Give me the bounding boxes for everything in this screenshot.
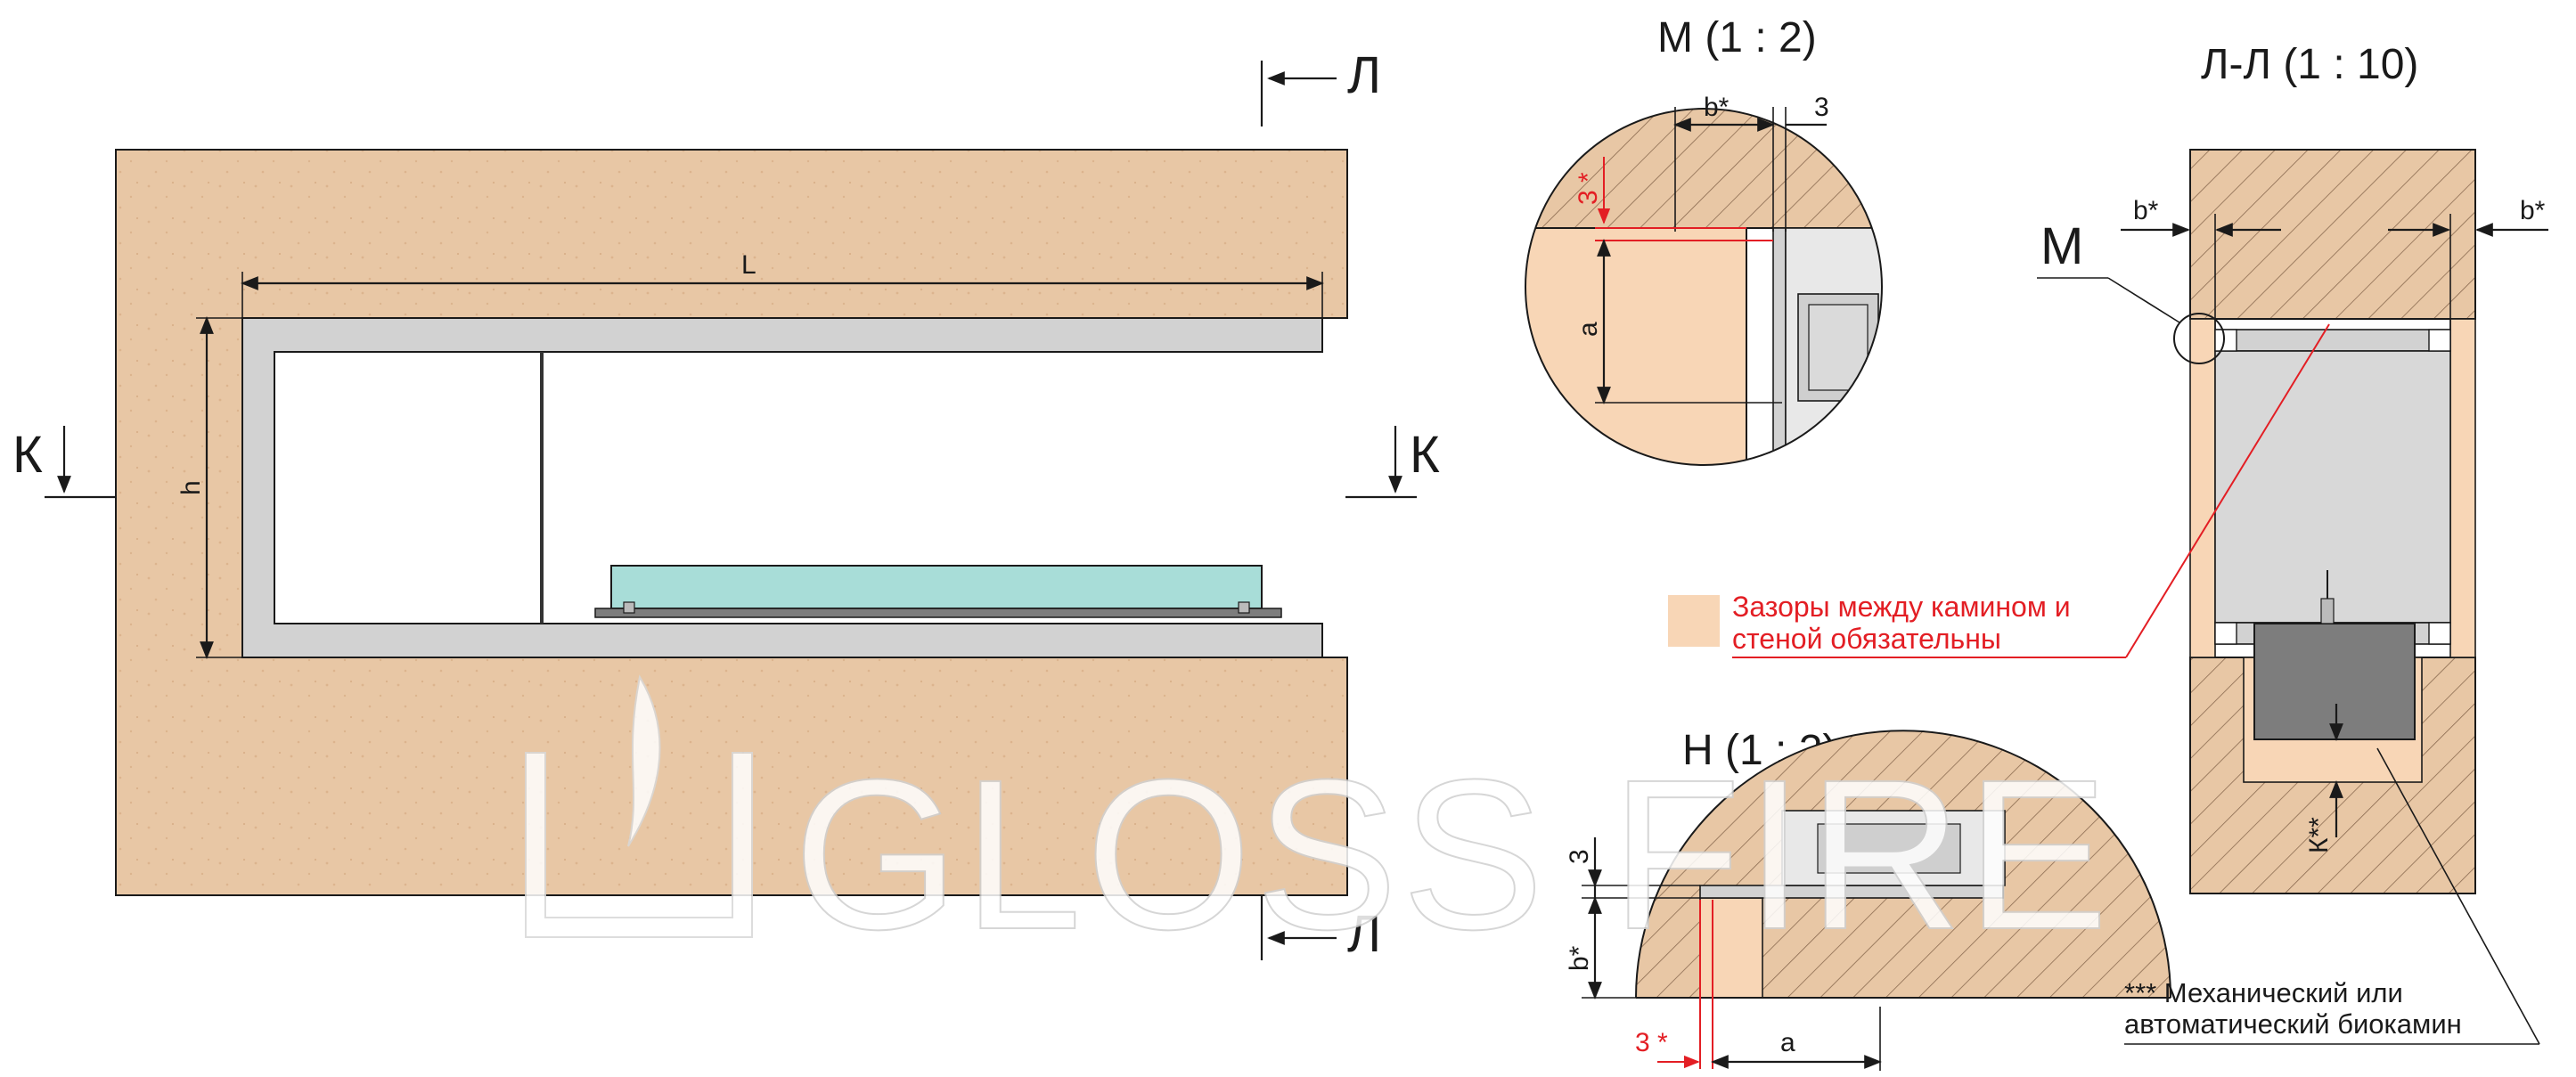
gap-legend-line1: Зазоры между камином и — [1732, 591, 2071, 623]
dim-length-label: L — [741, 250, 756, 280]
burner-note-line1: *** Механический или — [2124, 977, 2403, 1008]
burner-tray — [594, 608, 1282, 618]
detail-m-dim-3: 3 — [1814, 93, 1829, 122]
detail-m-dim-b: b* — [1704, 93, 1730, 122]
fireplace-frame — [241, 317, 1323, 658]
section-burner — [2253, 623, 2416, 740]
watermark-logo-icon — [525, 752, 753, 938]
section-dim-k: К** — [2304, 817, 2334, 853]
gap-legend: Зазоры между камином и стеной обязательн… — [1668, 323, 2330, 658]
section-callout-circle — [2173, 313, 2225, 364]
section-wall-top — [2189, 149, 2476, 320]
detail-m-title: М (1 : 2) — [1657, 14, 1817, 61]
gap-legend-swatch — [1668, 595, 1720, 647]
section-glass — [2214, 350, 2451, 624]
detail-m-dim-a: a — [1574, 322, 1603, 337]
section-ll: Л-Л (1 : 10) К** b* b* — [2037, 41, 2548, 894]
section-dim-b-right: b* — [2520, 196, 2546, 225]
section-ll-title: Л-Л (1 : 10) — [2201, 41, 2418, 88]
detail-m: М (1 : 2) b* 3 3 * a — [1525, 14, 1883, 466]
dim-height-label: h — [176, 480, 206, 495]
detail-n-dim-a: a — [1780, 1028, 1795, 1057]
section-callout-m: М — [2040, 217, 2083, 275]
burner-foot-left — [623, 601, 635, 614]
burner-note: *** Механический или автоматический биок… — [2124, 747, 2540, 1045]
section-dim-b-left: b* — [2133, 196, 2159, 225]
section-gap-right — [2449, 318, 2476, 658]
detail-n-gap — [1699, 897, 1763, 998]
watermark: GLOSS FIRE — [525, 674, 2112, 975]
detail-m-frame — [1772, 227, 1787, 465]
section-k-left: К — [12, 426, 43, 484]
burner-foot-right — [1238, 601, 1250, 614]
section-frame-top — [2214, 329, 2451, 352]
section-l-bottom: Л — [1347, 905, 1381, 963]
section-l-top: Л — [1347, 46, 1381, 104]
detail-m-dim-3-red: 3 * — [1574, 172, 1603, 205]
detail-n-dim-3-red: 3 * — [1635, 1028, 1668, 1057]
gap-legend-line2: стеной обязательны — [1732, 623, 2001, 655]
burner-note-line2: автоматический биокамин — [2124, 1008, 2462, 1040]
detail-n-dim-3: 3 — [1565, 849, 1594, 864]
watermark-text: GLOSS FIRE — [793, 735, 2112, 974]
glass-screen — [610, 565, 1263, 609]
plan-view: L h К К Л Л — [12, 46, 1440, 963]
section-k-right: К — [1410, 426, 1440, 484]
detail-n-dim-b: b* — [1565, 945, 1594, 971]
section-gap-left — [2189, 318, 2216, 658]
detail-m-gap — [1525, 228, 1746, 465]
